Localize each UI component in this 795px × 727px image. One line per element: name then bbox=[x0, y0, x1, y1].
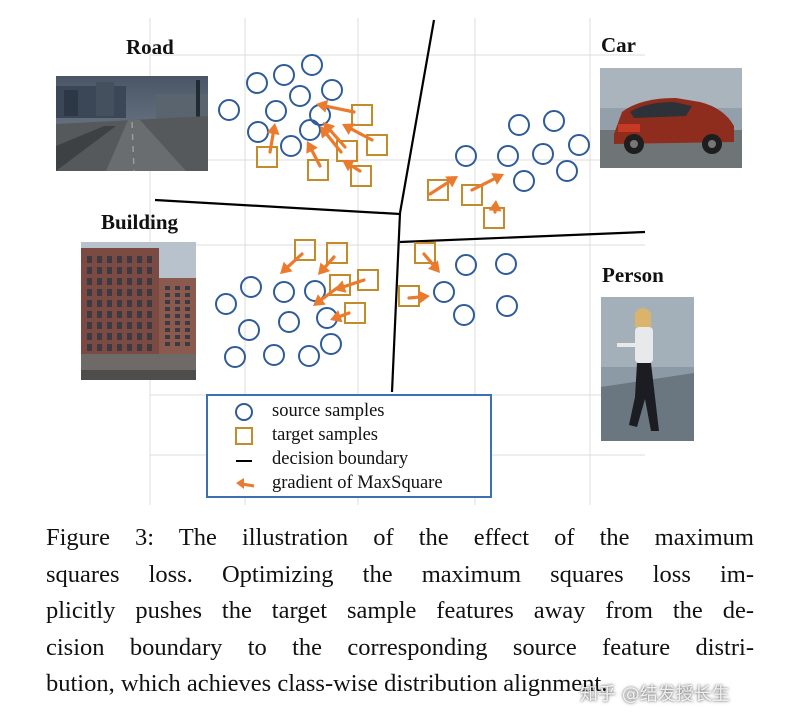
legend: source samples target samples decision b… bbox=[206, 394, 492, 498]
source-sample bbox=[280, 135, 302, 157]
gradient-arrow bbox=[407, 290, 430, 304]
source-sample bbox=[263, 344, 285, 366]
figure: Road Car bbox=[56, 18, 742, 505]
source-sample bbox=[455, 254, 477, 276]
gradient-arrow bbox=[330, 310, 351, 323]
gradient-arrow bbox=[316, 99, 356, 114]
car-photo bbox=[600, 68, 742, 168]
feature-space-plot bbox=[149, 18, 646, 505]
source-sample bbox=[289, 85, 311, 107]
source-sample bbox=[246, 72, 268, 94]
caption-line: Figure 3: The illustration of the effect… bbox=[46, 524, 754, 551]
road-photo bbox=[56, 76, 208, 171]
source-sample bbox=[433, 281, 455, 303]
source-marker-icon bbox=[235, 403, 253, 421]
legend-item-target: target samples bbox=[218, 424, 488, 448]
building-photo bbox=[81, 242, 196, 380]
source-sample bbox=[218, 99, 240, 121]
source-sample bbox=[299, 119, 321, 141]
target-sample bbox=[256, 146, 278, 168]
caption-line: plicitly pushes the target sample featur… bbox=[46, 597, 754, 624]
source-sample bbox=[273, 64, 295, 86]
source-sample bbox=[496, 295, 518, 317]
source-sample bbox=[543, 110, 565, 132]
caption-line: squares loss. Optimizing the maximum squ… bbox=[46, 560, 754, 588]
legend-label-target: target samples bbox=[272, 425, 379, 445]
source-sample bbox=[265, 100, 287, 122]
gradient-arrow bbox=[320, 126, 343, 154]
legend-label-boundary: decision boundary bbox=[272, 449, 409, 469]
source-samples bbox=[215, 54, 590, 368]
decision-boundary-line bbox=[154, 198, 401, 216]
decision-boundary-line bbox=[390, 212, 402, 393]
target-sample bbox=[351, 104, 373, 126]
gradient-arrow bbox=[342, 123, 374, 142]
source-sample bbox=[215, 293, 237, 315]
legend-label-source: source samples bbox=[272, 401, 385, 421]
source-sample bbox=[497, 145, 519, 167]
watermark: 知乎 @结发授长生 bbox=[580, 684, 730, 705]
gradient-arrow bbox=[342, 160, 362, 173]
source-sample bbox=[278, 311, 300, 333]
legend-item-gradient: gradient of MaxSquare bbox=[218, 472, 488, 496]
legend-item-source: source samples bbox=[218, 400, 488, 424]
label-car: Car bbox=[601, 33, 636, 57]
source-sample bbox=[320, 333, 342, 355]
decision-boundary-line bbox=[399, 230, 646, 244]
gradient-arrow bbox=[280, 252, 304, 274]
gradient-arrow bbox=[318, 255, 336, 275]
target-sample bbox=[357, 269, 379, 291]
gradient-arrow bbox=[422, 252, 440, 273]
source-sample bbox=[321, 79, 343, 101]
legend-label-gradient: gradient of MaxSquare bbox=[272, 473, 443, 493]
target-sample bbox=[294, 239, 316, 261]
target-sample bbox=[414, 242, 436, 264]
gradient-arrow bbox=[470, 173, 504, 192]
legend-item-boundary: decision boundary bbox=[218, 448, 488, 472]
label-person: Person bbox=[602, 263, 664, 287]
gradient-arrow bbox=[488, 200, 502, 214]
source-sample bbox=[568, 134, 590, 156]
source-sample bbox=[240, 276, 262, 298]
source-sample bbox=[224, 346, 246, 368]
gradient-arrow bbox=[306, 141, 322, 168]
target-sample bbox=[427, 179, 449, 201]
source-sample bbox=[301, 54, 323, 76]
decision-boundaries bbox=[154, 19, 646, 393]
label-building: Building bbox=[101, 210, 179, 234]
gradient-arrows bbox=[266, 99, 504, 323]
boundary-line-icon bbox=[236, 460, 252, 462]
source-sample bbox=[532, 143, 554, 165]
source-sample bbox=[238, 319, 260, 341]
target-sample bbox=[350, 165, 372, 187]
person-photo bbox=[601, 297, 694, 441]
gradient-arrow-icon bbox=[236, 478, 255, 489]
target-sample bbox=[366, 134, 388, 156]
source-sample bbox=[455, 145, 477, 167]
caption-line: bution, which achieves class-wise distri… bbox=[46, 670, 608, 697]
source-sample bbox=[508, 114, 530, 136]
gradient-arrow bbox=[266, 123, 280, 154]
source-sample bbox=[513, 170, 535, 192]
target-sample bbox=[326, 242, 348, 264]
source-sample bbox=[556, 160, 578, 182]
source-sample bbox=[309, 104, 331, 126]
decision-boundary-line bbox=[398, 19, 436, 214]
source-sample bbox=[247, 121, 269, 143]
gradient-arrow bbox=[313, 286, 339, 306]
caption-line: cision boundary to the corresponding sou… bbox=[46, 633, 754, 661]
source-sample bbox=[453, 304, 475, 326]
figure-caption: Figure 3: The illustration of the effect… bbox=[46, 520, 754, 703]
source-sample bbox=[273, 281, 295, 303]
target-samples bbox=[256, 104, 505, 324]
label-road: Road bbox=[126, 35, 174, 59]
source-sample bbox=[304, 280, 326, 302]
gradient-arrow bbox=[428, 176, 458, 196]
target-marker-icon bbox=[235, 427, 253, 445]
target-sample bbox=[461, 184, 483, 206]
source-sample bbox=[495, 253, 517, 275]
source-sample bbox=[298, 345, 320, 367]
